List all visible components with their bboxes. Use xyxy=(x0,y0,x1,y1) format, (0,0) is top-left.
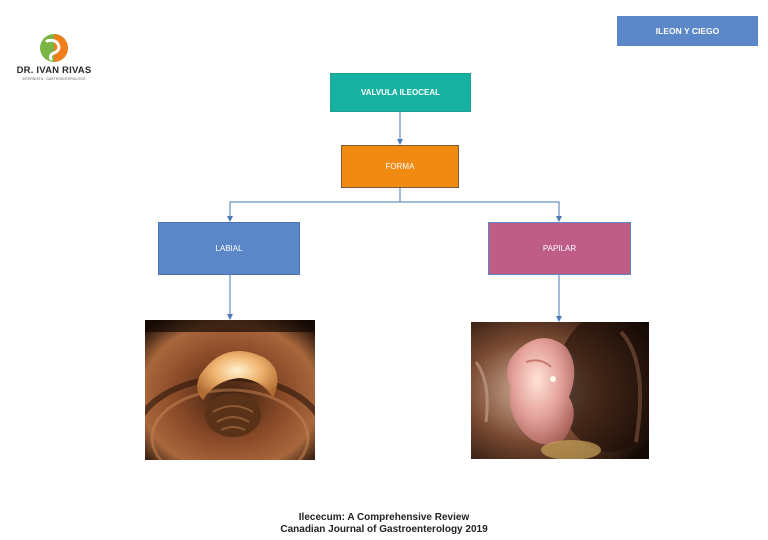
node-valvula-ileocecal: VALVULA ILEOCEAL xyxy=(330,73,471,112)
reference-journal: Canadian Journal of Gastroenterology 201… xyxy=(280,524,488,535)
logo-mark-icon xyxy=(40,34,68,62)
logo-name: DR. IVAN RIVAS xyxy=(16,65,92,76)
node-papilar: PAPILAR xyxy=(488,222,631,275)
endoscopic-photo-labial xyxy=(145,320,315,460)
logo-subtitle: INTERNISTA · GASTROENTEROLOGO xyxy=(22,77,86,81)
node-labial: LABIAL xyxy=(158,222,300,275)
reference-title: Ilececum: A Comprehensive Review xyxy=(298,512,470,523)
reference-citation: Ilececum: A Comprehensive Review Canadia… xyxy=(0,512,768,536)
endoscopic-photo-papilar xyxy=(471,322,649,459)
node-forma: FORMA xyxy=(341,145,459,188)
connector-forma-branches xyxy=(227,188,401,222)
logo: DR. IVAN RIVAS INTERNISTA · GASTROENTERO… xyxy=(14,30,94,84)
section-tag: ILEON Y CIEGO xyxy=(617,16,758,46)
connector-forma-papilar xyxy=(400,201,562,222)
